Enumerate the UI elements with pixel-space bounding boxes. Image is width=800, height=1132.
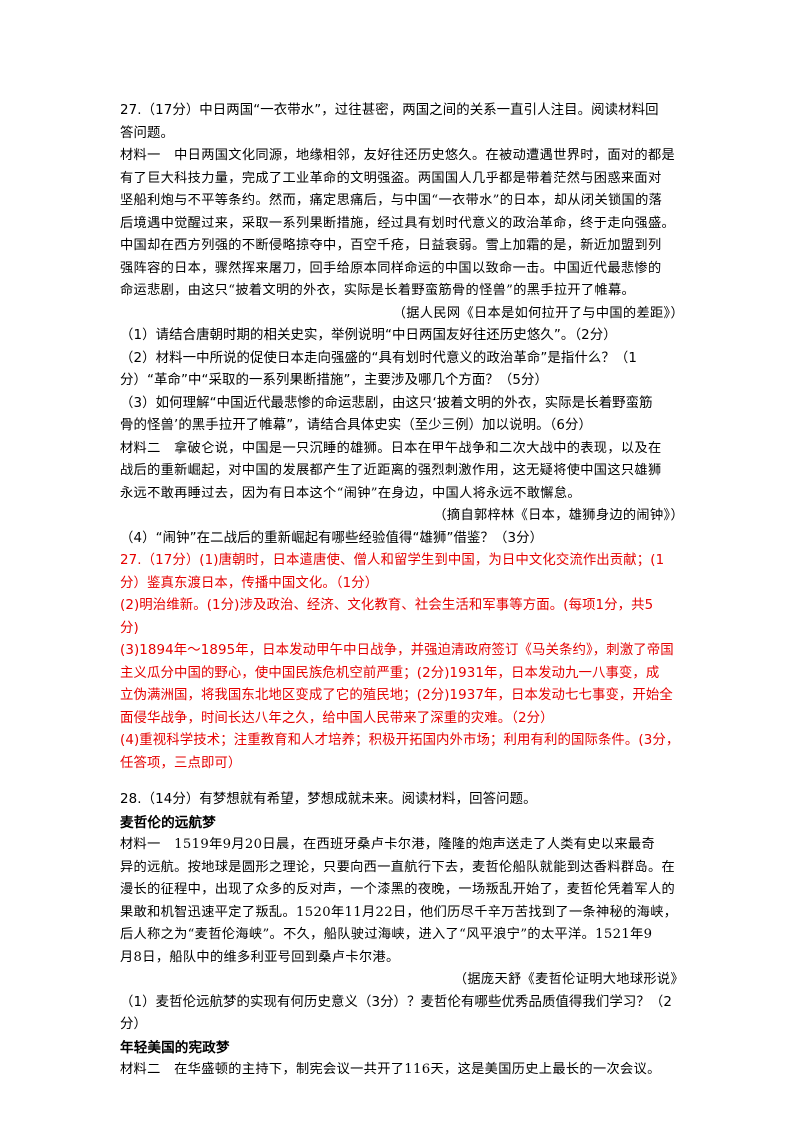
question-line: 分）“革命”中“采取的一系列果断措施”，主要涉及哪几个方面？（5分） xyxy=(120,373,548,388)
answer-line: (3)1894年～1895年，日本发动甲午中日战争，并强迫清政府签订《马关条约》… xyxy=(120,643,674,658)
text-line: 后人称之为“麦哲伦海峡”。不久，船队驶过海峡，进入了“风平浪宁”的太平洋。152… xyxy=(120,927,653,942)
answer-line: 面侵华战争，时间长达八年之久，给中国人民带来了深重的灾难。（2分） xyxy=(120,710,554,726)
question-line: （2）材料一中所说的促使日本走向强盛的“具有划时代意义的政治革命”是指什么？（1 xyxy=(120,350,637,366)
answer-line: (2)明治维新。(1分)涉及政治、经济、文化教育、社会生活和军事等方面。(每项1… xyxy=(120,598,654,613)
section-heading: 年轻美国的宪政梦 xyxy=(120,1039,230,1056)
text-line: 材料一 1519年9月20日晨，在西班牙桑卢卡尔港，隆隆的炮声送走了人类有史以来… xyxy=(120,837,655,852)
question-line: （4）“闹钟”在二战后的重新崛起有哪些经验值得“雄狮”借鉴？（3分） xyxy=(120,530,544,546)
answer-line: 任答项，三点即可） xyxy=(120,755,242,771)
q28-material-1: 材料一 1519年9月20日晨，在西班牙桑卢卡尔港，隆隆的炮声送走了人类有史以来… xyxy=(120,834,690,992)
text-line: 异的远航。按地球是圆形之理论，只要向西一直航行下去，麦哲伦船队就能到达香料群岛。… xyxy=(120,859,676,875)
q27-material-1: 材料一 中日两国文化同源，地缘相邻，友好往还历史悠久。在被动遭遇世界时，面对的都… xyxy=(120,145,690,325)
answer-line: 分）鉴真东渡日本，传播中国文化。（1分） xyxy=(120,575,379,591)
text-line: 强阵容的日本，骤然挥来屠刀，回手给原本同样命运的中国以致命一击。中国近代最悲惨的 xyxy=(120,260,662,276)
text-line: 永远不敢再睡过去，因为有日本这个“闹钟”在身边，中国人将永远不敢懈怠。 xyxy=(120,485,581,501)
answer-line: 27.（17分）(1)唐朝时，日本遣唐使、僧人和留学生到中国，为日中文化交流作出… xyxy=(120,553,665,568)
text-line: 战后的重新崛起，对中国的发展都产生了近距离的强烈刺激作用，这无疑将使中国这只雄狮 xyxy=(120,463,662,478)
text-line: 果敢和机智迅速平定了叛乱。1520年11月22日，他们历尽千辛万苦找到了一条神秘… xyxy=(120,904,678,920)
question-line: 分） xyxy=(120,1017,147,1032)
question-line: （3）如何理解“中国近代最悲惨的命运悲剧，由这只‘披着文明的外衣，实际是长着野蛮… xyxy=(120,395,653,411)
q27-intro: 27.（17分）中日两国“一衣带水”，过往甚密，两国之间的关系一直引人注目。阅读… xyxy=(120,100,690,145)
source-citation: （据庞天舒《麦哲伦证明大地球形说》 xyxy=(453,972,684,987)
answer-line: 立伪满洲国，将我国东北地区变成了它的殖民地；(2分)1937年，日本发动七七事变… xyxy=(120,688,673,703)
question-line: （1）麦哲伦远航梦的实现有何历史意义（3分）？麦哲伦有哪些优秀品质值得我们学习？… xyxy=(120,994,672,1010)
text-line: 材料二 拿破仑说，中国是一只沉睡的雄狮。日本在甲午战争和二次大战中的表现，以及在 xyxy=(120,440,662,456)
text-line: 后境遇中觉醒过来，采取一系列果断措施，经过具有划时代意义的政治革命，终于走向强盛… xyxy=(120,215,676,231)
q27-questions: （1）请结合唐朝时期的相关史实，举例说明“中日两国友好往还历史悠久”。（2分） … xyxy=(120,325,690,438)
text-line: 坚船利炮与不平等条约。然而，痛定思痛后，与中国“一衣带水”的日本，却从闭关锁国的… xyxy=(120,193,663,208)
text-line: 材料二 在华盛顿的主持下，制宪会议一共开了116天，这是美国历史上最长的一次会议… xyxy=(120,1062,661,1077)
spacer xyxy=(120,775,690,789)
text-line: 答问题。 xyxy=(120,125,174,141)
text-line: 27.（17分）中日两国“一衣带水”，过往甚密，两国之间的关系一直引人注目。阅读… xyxy=(120,103,659,118)
answer-line: 分) xyxy=(120,620,139,636)
text-line: 中国却在西方列强的不断侵略掠夺中，百空千疮，日益衰弱。雪上加霜的是，新近加盟到列 xyxy=(120,238,662,253)
answer-line: (4)重视科学技术；注重教育和人才培养；积极开拓国内外市场；利用有利的国际条件。… xyxy=(120,733,680,748)
exam-page: 27.（17分）中日两国“一衣带水”，过往甚密，两国之间的关系一直引人注目。阅读… xyxy=(120,100,690,1082)
text-line: 命运悲剧，由这只“披着文明的外衣，实际是长着野蛮筋骨的怪兽”的黑手拉开了帷幕。 xyxy=(120,283,636,298)
question-line: 骨的怪兽’的黑手拉开了帷幕”，请结合具体史实（至少三例）加以说明。（6分） xyxy=(120,418,592,433)
section-heading: 麦哲伦的远航梦 xyxy=(120,814,216,831)
text-line: 材料一 中日两国文化同源，地缘相邻，友好往还历史悠久。在被动遭遇世界时，面对的都… xyxy=(120,148,676,163)
text-line: 有了巨大科技力量，完成了工业革命的文明强盗。两国国人几乎都是带着茫然与困惑来面对 xyxy=(120,170,662,186)
source-citation: （摘自郭梓林《日本，雄狮身边的闹钟》） xyxy=(433,508,684,523)
q27-material-2: 材料二 拿破仑说，中国是一只沉睡的雄狮。日本在甲午战争和二次大战中的表现，以及在… xyxy=(120,438,690,528)
text-line: 月8日，船队中的维多利亚号回到桑卢卡尔港。 xyxy=(120,949,400,965)
question-line: （1）请结合唐朝时期的相关史实，举例说明“中日两国友好往还历史悠久”。（2分） xyxy=(120,328,617,343)
q28-intro: 28.（14分）有梦想就有希望，梦想成就未来。阅读材料，回答问题。 xyxy=(120,792,537,807)
answer-line: 主义瓜分中国的野心，使中国民族危机空前严重；(2分)1931年，日本发动九一八事… xyxy=(120,665,660,681)
q27-answers: 27.（17分）(1)唐朝时，日本遣唐使、僧人和留学生到中国，为日中文化交流作出… xyxy=(120,550,690,775)
text-line: 漫长的征程中，出现了众多的反对声，一个漆黑的夜晚，一场叛乱开始了，麦哲伦凭着军人… xyxy=(120,882,676,897)
source-citation: （据人民网《日本是如何拉开了与中国的差距》） xyxy=(392,305,684,321)
